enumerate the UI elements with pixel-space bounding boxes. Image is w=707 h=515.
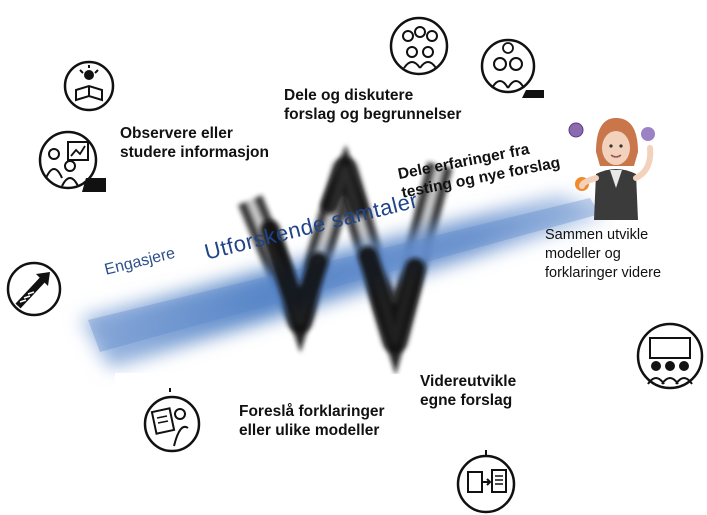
reading-book-icon	[63, 60, 115, 112]
pair-talking-icon	[480, 38, 544, 98]
zigzag-front	[260, 144, 425, 375]
presenting-idea-icon	[143, 388, 201, 453]
arrow-rising-icon	[6, 261, 62, 317]
beam	[80, 195, 610, 368]
studying-chart-icon	[38, 130, 106, 192]
document-to-document-icon	[456, 450, 516, 514]
beam-core	[88, 198, 600, 352]
beam-mask	[115, 373, 565, 399]
group-discussion-icon	[389, 16, 449, 76]
audience-icon	[636, 322, 704, 390]
teacher-juggling-avatar	[568, 118, 655, 220]
